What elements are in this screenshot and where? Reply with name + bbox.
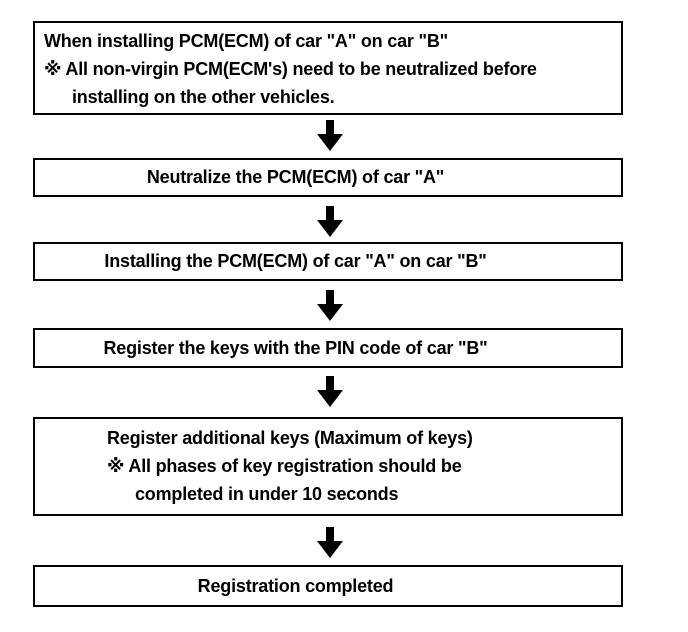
down-arrow-icon	[317, 120, 343, 152]
arrow-head	[317, 220, 343, 237]
flow-box-registration-completed: Registration completed	[33, 565, 623, 607]
flow-box-note-line: ※ All phases of key registration should …	[107, 456, 462, 476]
flow-box-line: Neutralize the PCM(ECM) of car "A"	[146, 167, 445, 187]
flow-box-neutralize: Neutralize the PCM(ECM) of car "A"	[33, 158, 623, 197]
arrow-head	[317, 304, 343, 321]
arrow-head	[317, 134, 343, 151]
down-arrow-icon	[317, 376, 343, 408]
flow-box-line: Installing the PCM(ECM) of car "A" on ca…	[104, 251, 487, 271]
flow-box-note-continuation: installing on the other vehicles.	[72, 87, 335, 107]
flow-box-line: When installing PCM(ECM) of car "A" on c…	[44, 31, 448, 51]
down-arrow-icon	[317, 206, 343, 238]
flow-box-register-additional-keys: Register additional keys (Maximum of key…	[33, 417, 623, 516]
flow-box-line: Register the keys with the PIN code of c…	[103, 337, 488, 358]
arrow-head	[317, 390, 343, 407]
flow-box-when-installing: When installing PCM(ECM) of car "A" on c…	[33, 21, 623, 115]
arrow-stem	[326, 527, 334, 541]
arrow-stem	[326, 290, 334, 304]
arrow-stem	[326, 206, 334, 220]
flow-box-install: Installing the PCM(ECM) of car "A" on ca…	[33, 242, 623, 281]
flow-box-line: Registration completed	[197, 575, 394, 596]
arrow-head	[317, 541, 343, 558]
arrow-stem	[326, 120, 334, 134]
arrow-stem	[326, 376, 334, 390]
flow-box-note-line: ※ All non-virgin PCM(ECM's) need to be n…	[44, 59, 537, 79]
flow-box-register-keys: Register the keys with the PIN code of c…	[33, 328, 623, 368]
flow-box-line: Register additional keys (Maximum of key…	[107, 428, 473, 448]
down-arrow-icon	[317, 290, 343, 322]
down-arrow-icon	[317, 527, 343, 559]
flow-box-note-continuation: completed in under 10 seconds	[135, 484, 399, 504]
